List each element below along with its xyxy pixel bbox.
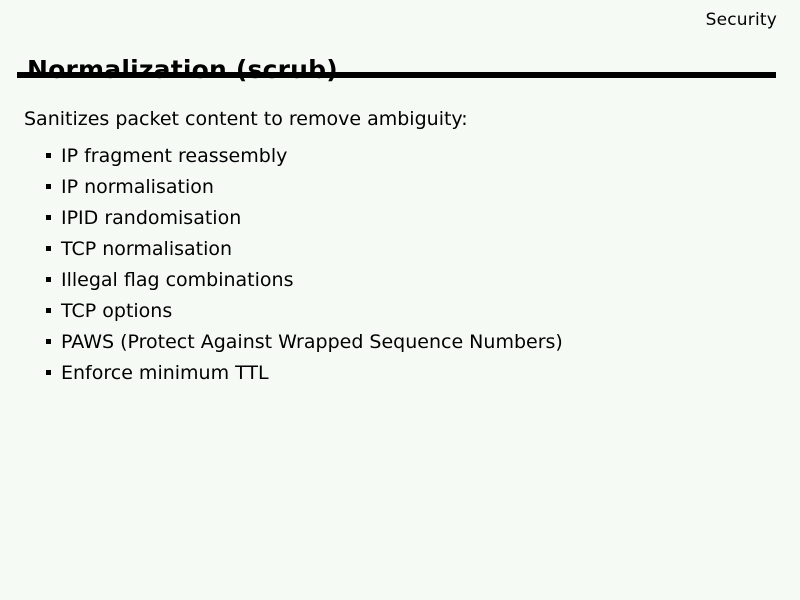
list-item: TCP options (46, 295, 563, 326)
list-item-label: TCP normalisation (61, 237, 233, 260)
list-item: IPID randomisation (46, 202, 563, 233)
bullet-square-icon (46, 277, 51, 282)
slide-category-label: Security (705, 10, 777, 30)
list-item: IP fragment reassembly (46, 140, 563, 171)
list-item-label: IP normalisation (61, 175, 214, 198)
list-item: IP normalisation (46, 171, 563, 202)
list-item-label: Illegal flag combinations (61, 268, 294, 291)
bullet-square-icon (46, 215, 51, 220)
list-item-label: IPID randomisation (61, 206, 242, 229)
bullet-square-icon (46, 370, 51, 375)
title-underline-rule (17, 72, 776, 78)
list-item-label: Enforce minimum TTL (61, 361, 269, 384)
bullet-square-icon (46, 339, 51, 344)
list-item-label: PAWS (Protect Against Wrapped Sequence N… (61, 330, 563, 353)
intro-text: Sanitizes packet content to remove ambig… (24, 108, 468, 130)
list-item: PAWS (Protect Against Wrapped Sequence N… (46, 326, 563, 357)
list-item: TCP normalisation (46, 233, 563, 264)
list-item: Enforce minimum TTL (46, 357, 563, 388)
bullet-list: IP fragment reassembly IP normalisation … (46, 140, 563, 388)
list-item: Illegal flag combinations (46, 264, 563, 295)
bullet-square-icon (46, 153, 51, 158)
bullet-square-icon (46, 308, 51, 313)
list-item-label: IP fragment reassembly (61, 144, 288, 167)
bullet-square-icon (46, 184, 51, 189)
bullet-square-icon (46, 246, 51, 251)
list-item-label: TCP options (61, 299, 173, 322)
page-title: Normalization (scrub) (27, 54, 338, 84)
